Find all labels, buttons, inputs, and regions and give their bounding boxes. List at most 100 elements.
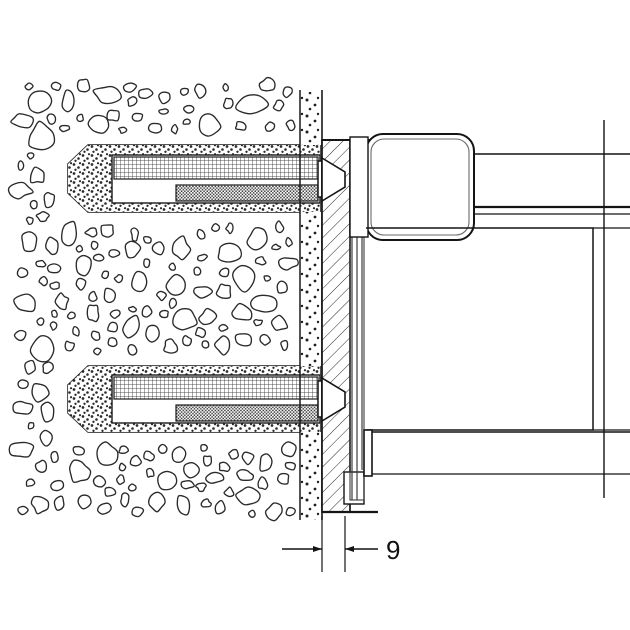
aggregate-pebble <box>92 253 105 262</box>
aggregate-pebble <box>222 83 229 92</box>
aggregate-pebble <box>193 286 214 299</box>
upper-anchor-assembly <box>67 144 346 213</box>
gap-dimension: 9 <box>282 516 400 572</box>
aggregate-pebble <box>30 495 50 515</box>
aggregate-pebble <box>50 450 59 464</box>
aggregate-pebble <box>21 231 38 253</box>
aggregate-pebble <box>61 89 75 113</box>
aggregate-pebble <box>13 329 27 342</box>
aggregate-pebble <box>235 94 270 115</box>
aggregate-pebble <box>196 228 206 240</box>
aggregate-pebble <box>183 462 200 479</box>
aggregate-pebble <box>214 499 226 515</box>
aggregate-pebble <box>280 339 289 352</box>
aggregate-pebble <box>45 236 59 256</box>
aggregate-pebble <box>172 308 198 331</box>
aggregate-pebble <box>90 330 101 341</box>
aggregate-pebble <box>263 275 272 282</box>
aggregate-pebble <box>234 333 253 347</box>
aggregate-pebble <box>75 244 84 253</box>
aggregate-pebble <box>285 506 296 517</box>
aggregate-pebble <box>93 347 102 356</box>
aggregate-pebble <box>28 120 56 151</box>
aggregate-pebble <box>120 492 130 508</box>
aggregate-pebble <box>250 294 278 313</box>
aggregate-pebble <box>35 211 50 223</box>
aggregate-pebble <box>118 126 128 134</box>
dimension-value-label: 9 <box>386 535 400 565</box>
aggregate-pebble <box>29 199 38 210</box>
aggregate-pebble <box>272 99 285 112</box>
aggregate-pebble <box>259 333 271 346</box>
aggregate-pebble <box>179 87 189 96</box>
aggregate-pebble <box>64 340 76 352</box>
aggregate-pebble <box>145 467 155 478</box>
aggregate-pebble <box>270 314 289 331</box>
aggregate-pebble <box>143 258 151 269</box>
aggregate-pebble <box>218 267 230 278</box>
aggregate-pebble <box>280 441 297 458</box>
aggregate-pebble <box>285 119 296 132</box>
aggregate-pebble <box>46 113 57 125</box>
aggregate-pebble <box>113 274 124 284</box>
aggregate-pebble <box>92 85 122 105</box>
aggregate-pebble <box>231 302 253 321</box>
aggregate-pebble <box>168 262 177 271</box>
aggregate-pebble <box>8 441 35 458</box>
aggregate-pebble <box>241 451 255 466</box>
aggregate-pebble <box>54 292 70 311</box>
aggregate-pebble <box>176 494 191 516</box>
aggregate-pebble <box>276 472 290 485</box>
aggregate-pebble <box>171 446 187 463</box>
aggregate-pebble <box>183 104 195 114</box>
aggregate-pebble <box>27 90 53 114</box>
aggregate-pebble <box>29 334 55 363</box>
aggregate-pebble <box>264 502 283 522</box>
aggregate-pebble <box>193 266 202 276</box>
aggregate-pebble <box>284 461 296 471</box>
bracket-bottom-pocket <box>343 471 365 505</box>
aggregate-pebble <box>12 400 34 415</box>
aggregate-pebble <box>24 82 34 91</box>
aggregate-pebble <box>218 461 231 473</box>
aggregate-pebble <box>27 422 35 430</box>
frame-profile-upper <box>349 133 475 241</box>
aggregate-pebble <box>16 267 29 279</box>
aggregate-pebble <box>90 240 99 251</box>
aggregate-pebble <box>223 486 235 498</box>
aggregate-pebble <box>170 123 179 135</box>
aggregate-pebble <box>17 505 29 516</box>
aggregate-pebble <box>257 476 269 490</box>
aggregate-pebble <box>77 494 92 510</box>
aggregate-pebble <box>171 235 192 261</box>
aggregate-pebble <box>247 509 256 518</box>
aggregate-pebble <box>182 335 192 347</box>
aggregate-pebble <box>232 264 256 293</box>
aggregate-pebble <box>234 120 247 131</box>
aggregate-pebble <box>129 454 142 467</box>
aggregate-pebble <box>246 227 268 251</box>
aggregate-pebble <box>217 242 242 263</box>
aggregate-pebble <box>282 86 293 99</box>
aggregate-pebble <box>108 249 121 258</box>
aggregate-pebble <box>196 253 208 262</box>
aggregate-pebble <box>13 293 36 313</box>
aggregate-pebble <box>58 124 71 133</box>
aggregate-pebble <box>75 277 87 291</box>
aggregate-pebble <box>182 118 191 125</box>
aggregate-pebble <box>200 443 208 452</box>
mesh-sleeve-upper <box>113 156 319 180</box>
aggregate-pebble <box>100 224 114 238</box>
aggregate-pebble <box>106 109 120 122</box>
aggregate-pebble <box>31 382 50 403</box>
aggregate-pebble <box>17 379 29 390</box>
aggregate-pebble <box>127 344 138 356</box>
aggregate-pebble <box>97 502 112 515</box>
aggregate-pebble <box>258 76 276 92</box>
aggregate-pebble <box>194 83 207 99</box>
arrowhead-left <box>313 546 322 552</box>
aggregate-pebble <box>210 223 221 232</box>
aggregate-pebble <box>104 486 117 497</box>
aggregate-pebble <box>228 448 239 460</box>
